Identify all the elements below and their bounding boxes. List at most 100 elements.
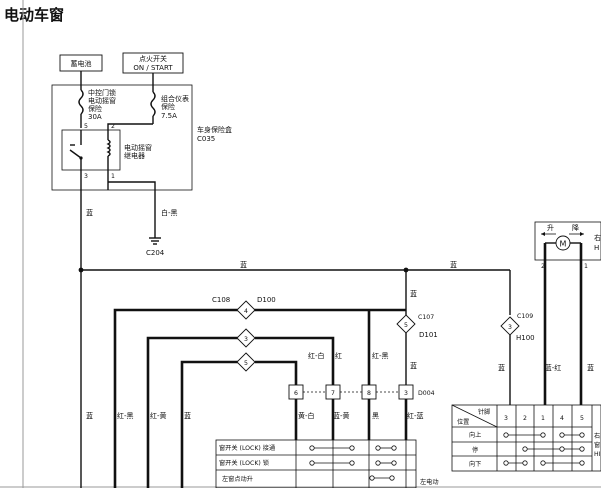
wire-label-blue-motor: 蓝: [587, 363, 594, 372]
wire-label-lan-left: 蓝: [86, 411, 93, 420]
right-motor-box: [534, 221, 601, 261]
contact-r2-b: [349, 460, 355, 466]
wire-label-lan-mid-left: 蓝: [184, 411, 191, 420]
fuse1-label-2: 电动摇窗: [88, 96, 116, 105]
right-table-diagonal: [451, 404, 498, 428]
left-switch-table: [215, 439, 417, 488]
connector-d101: D101: [419, 331, 438, 339]
wire-label-red-black: 红-黑: [117, 411, 134, 420]
wire-label-yellow-white: 黄-白: [298, 411, 315, 420]
rcontact-stop-a: [522, 446, 528, 452]
right-switch-table: [451, 404, 601, 472]
fuse-box-label-2: C035: [197, 135, 215, 143]
fuse2-rating: 7.5A: [161, 112, 177, 120]
pin-7: 7: [331, 390, 335, 397]
wire-label-blue-yellow: 蓝-黄: [333, 411, 350, 420]
diamond-3: [236, 328, 256, 348]
diamond-4-label: 4: [244, 308, 248, 315]
wire-loop-outer: [113, 308, 238, 488]
wire-label-red-white: 红-白: [308, 351, 325, 360]
wire-label-lan-c107: 蓝: [410, 289, 417, 298]
wire-label-red-black2: 红-黑: [372, 351, 389, 360]
right-table-col-label-2: 2: [523, 415, 527, 422]
motor-down-label: 降: [572, 223, 579, 232]
relay-label-2: 继电器: [124, 151, 145, 160]
relay-box: [61, 129, 121, 171]
fuse-box-outline: [51, 84, 193, 191]
right-table-side-2: 窗: [594, 441, 600, 449]
diamond-5-label: 5: [244, 360, 248, 367]
contact-r2-d: [391, 460, 397, 466]
motor-up-arrowhead: [541, 232, 545, 236]
contact-r1-a: [309, 445, 315, 451]
contact-r2-c: [375, 460, 381, 466]
motor-side-2: H: [594, 244, 599, 252]
connector-d004: D004: [418, 390, 435, 397]
diamond-5: [236, 352, 256, 372]
right-table-col-label-1: 3: [504, 415, 508, 422]
pin-6: 6: [294, 390, 298, 397]
rcontact-stop-c: [579, 446, 585, 452]
left-motor-label: 左电动: [420, 478, 439, 486]
diamond-3-label: 3: [244, 336, 248, 343]
right-table-pin-header: 针脚: [478, 408, 490, 416]
motor-pin-2: 2: [541, 263, 545, 270]
left-switch-row-3: 左窗点动升: [222, 475, 253, 483]
right-table-side-1: 右: [594, 432, 600, 440]
ground-wire-label: 白-黑: [161, 208, 178, 217]
right-table-pos-header: 位置: [457, 418, 469, 426]
contact-r3-b: [389, 475, 395, 481]
fuse2-label-1: 组合仪表: [161, 94, 189, 103]
fuse1-rating: 30A: [88, 113, 102, 121]
diamond-3-c109-label: 3: [508, 324, 512, 331]
fuse-box-label-1: 车身保险盒: [197, 125, 232, 134]
wire-label-blue-red: 蓝-红: [545, 363, 562, 372]
wire-fuse2-relay: [107, 123, 153, 132]
relay-pin-2: 2: [111, 123, 115, 130]
motor-down-arrowhead: [580, 232, 584, 236]
battery-label: 蓄电池: [71, 59, 92, 68]
wire-loop-inner: [180, 360, 238, 488]
right-table-col-label-3: 1: [541, 415, 545, 422]
wire-d5-pin6: [255, 360, 298, 385]
contact-r3-a: [369, 475, 375, 481]
connector-d100: D100: [257, 296, 276, 304]
rcontact-down-c: [540, 460, 546, 466]
fuse2-label-2: 保险: [161, 102, 175, 111]
contact-r2-a: [309, 460, 315, 466]
wire-label-lan-vertical: 蓝: [86, 208, 93, 217]
ignition-label-2: ON / START: [133, 64, 173, 72]
fuse2-symbol: [150, 91, 156, 117]
wire-label-lan-bus-2: 蓝: [450, 260, 457, 269]
right-table-col-label-4: 4: [560, 415, 564, 422]
pin-8: 8: [367, 390, 371, 397]
right-table-side-3: HI: [594, 451, 601, 458]
relay-pin-3: 3: [84, 173, 88, 180]
rcontact-down-b: [522, 460, 528, 466]
ignition-label-1: 点火开关: [139, 54, 167, 63]
left-switch-row-1: 窗开关 (LOCK) 接通: [219, 444, 275, 452]
rcontact-up-b: [540, 432, 546, 438]
wire-d3-pin7: [255, 336, 335, 385]
right-table-row-down: 向下: [469, 460, 481, 468]
motor-up-label: 升: [547, 223, 554, 232]
relay-switch-arm: [69, 149, 82, 159]
rcontact-down-d: [579, 460, 585, 466]
diamond-5-c107-label: 5: [404, 322, 408, 329]
contact-r1-b: [349, 445, 355, 451]
wire-label-red: 红: [335, 351, 342, 360]
connector-h100: H100: [516, 334, 535, 342]
rcontact-up-a: [503, 432, 509, 438]
right-table-row-up: 向上: [469, 431, 481, 439]
relay-pin-1: 1: [111, 173, 115, 180]
right-table-row-stop: 停: [472, 446, 478, 454]
fuse1-label-1: 中控门锁: [88, 88, 116, 97]
contact-r1-d: [391, 445, 397, 451]
rcontact-stop-b: [559, 446, 565, 452]
relay-coil-icon: [106, 139, 111, 157]
connector-c109: C109: [517, 313, 533, 320]
motor-symbol: M: [560, 240, 567, 249]
wire-label-lan-bus-1: 蓝: [240, 260, 247, 269]
rcontact-up-d: [579, 432, 585, 438]
